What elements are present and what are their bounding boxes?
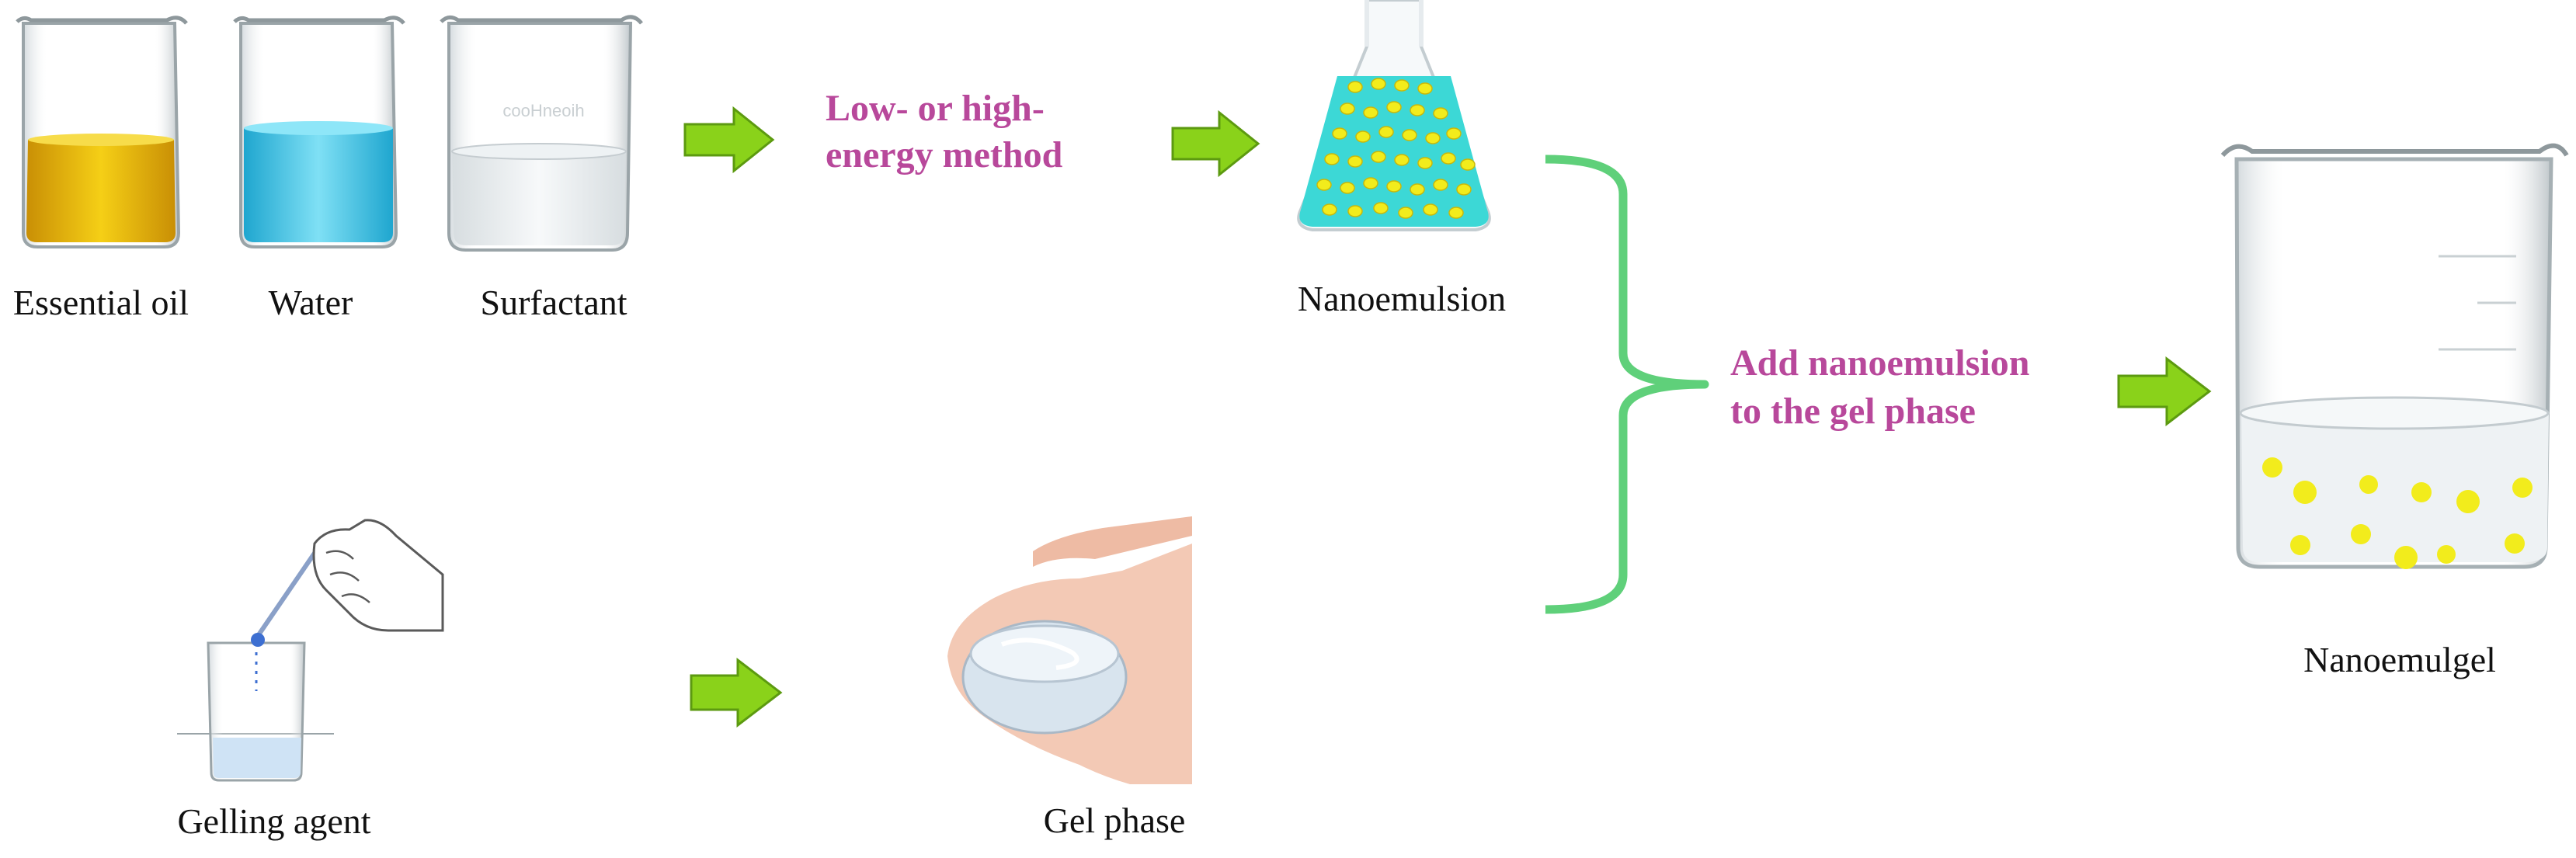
right-arrow-icon [683, 106, 775, 174]
droplet [1417, 82, 1433, 95]
water-label: Water [269, 283, 353, 322]
add-label-line2: to the gel phase [1730, 391, 1976, 432]
surfactant-label: Surfactant [480, 283, 627, 322]
droplet [1448, 207, 1464, 219]
curly-brace-icon [1545, 155, 1709, 614]
gelling-agent-illustration [177, 519, 444, 782]
droplet [2290, 535, 2310, 555]
droplet [2262, 457, 2282, 478]
method-label-line2: energy method [826, 134, 1063, 175]
droplet [2351, 524, 2371, 544]
add-label-line1: Add nanoemulsion [1730, 342, 2029, 384]
droplet [1347, 81, 1363, 93]
droplet [1398, 207, 1413, 219]
essential-oil-label: Essential oil [13, 283, 189, 322]
droplet [1460, 158, 1476, 171]
droplet [1373, 202, 1389, 214]
droplet [1433, 107, 1448, 120]
droplet [1441, 152, 1456, 165]
gelling-agent-label: Gelling agent [177, 801, 370, 841]
gel-phase-illustration [947, 516, 1192, 784]
droplet [1402, 129, 1417, 141]
droplet [2293, 481, 2317, 504]
droplet [1322, 203, 1337, 216]
droplet [1378, 126, 1394, 138]
right-arrow-icon [690, 657, 783, 728]
droplet [1371, 151, 1386, 163]
right-arrow-icon [2117, 356, 2212, 427]
droplet [1456, 183, 1472, 196]
droplet [1410, 183, 1425, 196]
droplet [1446, 127, 1462, 140]
droplet [1386, 180, 1402, 193]
droplet [1347, 205, 1363, 217]
droplet [2512, 478, 2533, 498]
gel-phase-label: Gel phase [1044, 801, 1186, 840]
droplet [1363, 177, 1378, 189]
droplet-group [2262, 457, 2533, 569]
droplet [1425, 132, 1441, 144]
droplet [2437, 545, 2456, 564]
hand-icon [312, 519, 444, 632]
droplet [1355, 130, 1371, 143]
droplet [1417, 157, 1433, 169]
droplet [1433, 179, 1448, 191]
droplet [1371, 78, 1386, 90]
hand-icon [1033, 516, 1192, 567]
droplet [1363, 106, 1378, 119]
right-arrow-icon [1171, 109, 1260, 178]
svg-text:cooHneoih: cooHneoih [502, 101, 584, 120]
droplet [1324, 153, 1340, 165]
droplet [2456, 490, 2480, 513]
droplet [1423, 203, 1438, 216]
droplet [2411, 482, 2432, 502]
droplet [1340, 182, 1355, 194]
droplet [1394, 154, 1410, 166]
droplet [1340, 102, 1355, 115]
surfactant-beaker: cooHneoih [440, 15, 643, 252]
oil-liquid [26, 140, 176, 242]
droplet [2359, 475, 2378, 494]
droplet [2394, 546, 2418, 569]
droplet [1410, 104, 1425, 116]
droplet [1332, 127, 1347, 140]
droplet [1316, 179, 1332, 191]
surfactant-liquid [452, 151, 626, 245]
droplet [1394, 79, 1410, 92]
droplet [2505, 533, 2525, 554]
nanoemulgel-beaker [2220, 143, 2569, 569]
droplet-group [1316, 78, 1476, 219]
droplet [1386, 101, 1402, 113]
nanoemulgel-label: Nanoemulgel [2303, 640, 2496, 679]
essential-oil-beaker [16, 16, 188, 248]
method-label-line1: Low- or high- [826, 88, 1045, 129]
nanoemulsion-label: Nanoemulsion [1298, 279, 1506, 318]
droplet [1347, 155, 1363, 168]
water-liquid [244, 128, 393, 242]
nanoemulsion-flask [1297, 0, 1491, 231]
water-beaker [233, 16, 405, 248]
